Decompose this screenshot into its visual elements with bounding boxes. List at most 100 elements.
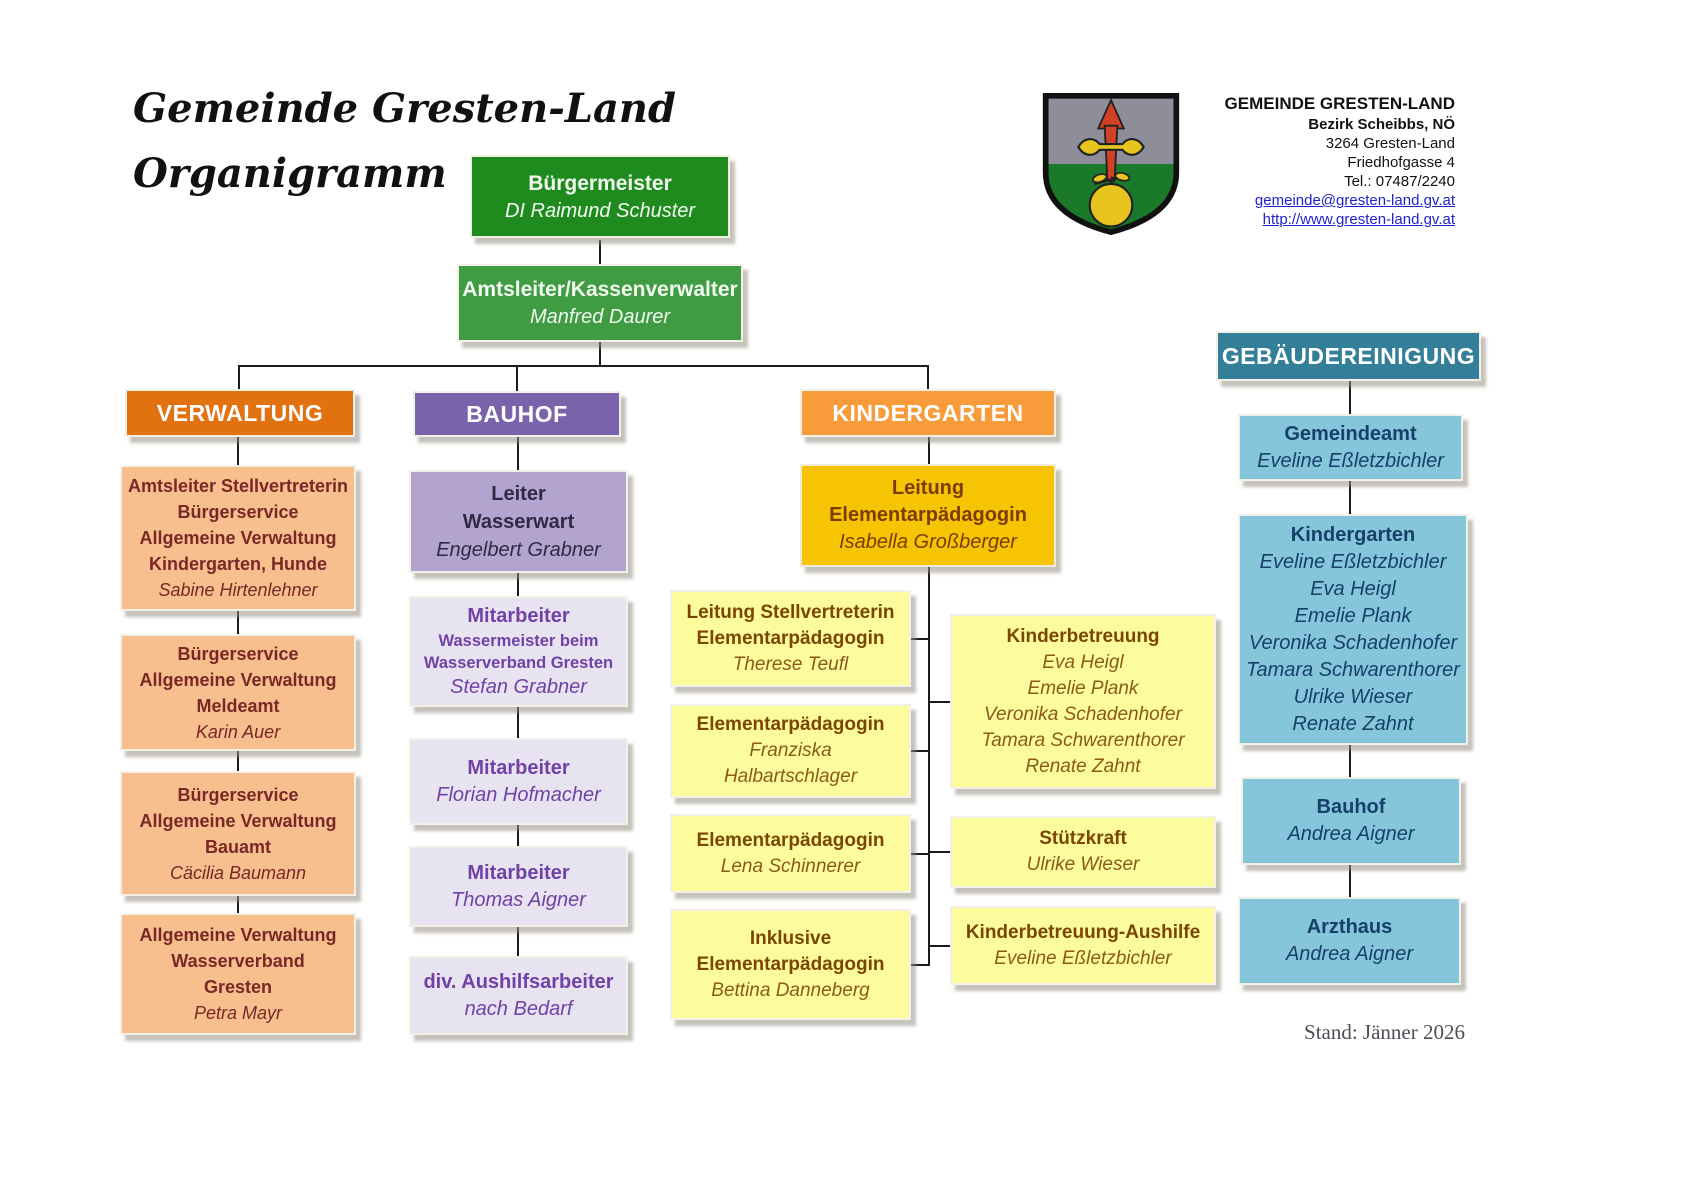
role-line: Bürgerservice [177, 784, 299, 805]
municipality-name: GEMEINDE GRESTEN-LAND [1224, 94, 1455, 113]
role-line: Leiter [491, 482, 546, 505]
person-name: Cäcilia Baumann [169, 862, 307, 883]
contact-block: GEMEINDE GRESTEN-LAND Bezirk Scheibbs, N… [1225, 93, 1455, 229]
role-line: Elementarpädagogin [829, 504, 1027, 526]
person-name: DI Raimund Schuster [504, 199, 696, 222]
person-name: Ulrike Wieser [1026, 854, 1140, 875]
role-line: Mitarbeiter [467, 756, 570, 779]
role-line: Kindergarten, Hunde [148, 554, 327, 574]
kindergarten-right-box-2: Stützkraft Ulrike Wieser [950, 816, 1216, 888]
connector-line [911, 964, 928, 966]
connector-line [1349, 481, 1351, 514]
role-line: Kinderbetreuung [1006, 625, 1160, 647]
person-name: Andrea Aigner [1285, 943, 1414, 965]
role-line: Wassermeister beim [438, 631, 599, 650]
person-name: Emelie Plank [1294, 604, 1412, 627]
gebaeude-box-gemeindeamt: Gemeindeamt Eveline Eßletzbichler [1238, 414, 1463, 481]
person-name: Therese Teufl [732, 653, 849, 675]
person-name: Tamara Schwarenthorer [981, 729, 1185, 751]
role-line: Bürgerservice [177, 643, 299, 664]
connector-line [911, 853, 928, 855]
person-name: nach Bedarf [464, 997, 573, 1020]
role-line: Allgemeine Verwaltung [139, 810, 337, 831]
role-line: Wasserverband Gresten [423, 653, 614, 672]
header-label: GEBÄUDEREINIGUNG [1221, 342, 1476, 369]
connector-line [1349, 381, 1351, 414]
role-line: Elementarpädagogin [696, 714, 885, 735]
coat-of-arms [1040, 90, 1182, 238]
person-name: Sabine Hirtenlehner [158, 580, 318, 600]
role-line: Allgemeine Verwaltung [139, 925, 337, 945]
connector-line [927, 365, 929, 389]
email-link[interactable]: gemeinde@gresten-land.gv.at [1254, 192, 1455, 209]
connector-line [237, 751, 239, 771]
role-line: Mitarbeiter [467, 861, 570, 884]
kindergarten-left-box-4: Inklusive Elementarpädagogin Bettina Dan… [670, 909, 911, 1020]
person-name: Renate Zahnt [1292, 712, 1414, 735]
shield-icon [1042, 93, 1180, 236]
connector-line [517, 825, 519, 846]
amtsleiter-box: Amtsleiter/Kassenverwalter Manfred Daure… [457, 264, 743, 342]
person-name: Ulrike Wieser [1293, 685, 1413, 708]
person-name: Thomas Aigner [451, 888, 586, 911]
connector-line [238, 365, 929, 367]
connector-line [517, 573, 519, 596]
connector-line [599, 240, 601, 264]
stand-note: Stand: Jänner 2026 [1304, 1020, 1465, 1044]
verwaltung-box-3: Bürgerservice Allgemeine Verwaltung Baua… [120, 771, 356, 896]
person-name: Renate Zahnt [1025, 755, 1141, 777]
role-line: Kindergarten [1290, 523, 1416, 546]
role-line: Elementarpädagogin [696, 829, 885, 851]
phone: Tel.: 07487/2240 [1344, 173, 1455, 190]
role-line: Leitung [891, 477, 965, 499]
person-name: Stefan Grabner [450, 675, 587, 698]
person-name: Eveline Eßletzbichler [994, 947, 1172, 969]
person-name: Andrea Aigner [1287, 823, 1415, 845]
kindergarten-right-box-1: Kinderbetreuung Eva Heigl Emelie Plank V… [950, 614, 1216, 789]
connector-line [517, 707, 519, 738]
role-line: Wasserverband [171, 951, 305, 971]
person-name: Eveline Eßletzbichler [1257, 449, 1444, 472]
street: Friedhofgasse 4 [1347, 154, 1455, 171]
gebaeude-box-kindergarten: Kindergarten Eveline Eßletzbichler Eva H… [1238, 514, 1468, 745]
gebaeude-box-bauhof: Bauhof Andrea Aigner [1241, 777, 1461, 865]
person-name: Eva Heigl [1042, 651, 1124, 673]
kindergarten-left-box-3: Elementarpädagogin Lena Schinnerer [670, 814, 911, 893]
verwaltung-box-4: Allgemeine Verwaltung Wasserverband Gres… [120, 913, 356, 1035]
connector-line [911, 750, 928, 752]
kindergarten-header: KINDERGARTEN [800, 389, 1056, 437]
connector-line [928, 437, 930, 464]
connector-line [930, 701, 950, 703]
bauhof-mitarbeiter-2: Mitarbeiter Florian Hofmacher [409, 738, 628, 825]
role-line: Gemeindeamt [1284, 422, 1417, 445]
person-name: Eva Heigl [1310, 577, 1396, 600]
bauhof-aushilfe-box: div. Aushilfsarbeiter nach Bedarf [409, 956, 628, 1035]
role-line: Elementarpädagogin [696, 953, 885, 975]
role-line: Gresten [203, 977, 273, 997]
connector-line [237, 611, 239, 634]
bauhof-mitarbeiter-3: Mitarbeiter Thomas Aigner [409, 846, 628, 927]
role-line: Inklusive [749, 927, 832, 949]
connector-line [517, 927, 519, 956]
kindergarten-left-box-2: Elementarpädagogin Franziska Halbartschl… [670, 704, 911, 798]
connector-line [237, 895, 239, 913]
connector-line [238, 365, 240, 389]
kindergarten-left-box-1: Leitung Stellvertreterin Elementarpädago… [670, 590, 911, 687]
connector-line [1349, 745, 1351, 777]
person-name: Bettina Danneberg [711, 979, 870, 1001]
district: Bezirk Scheibbs, NÖ [1308, 116, 1455, 133]
role-line: div. Aushilfsarbeiter [423, 970, 614, 993]
person-name: Isabella Großberger [839, 531, 1017, 553]
connector-line [517, 437, 519, 470]
kindergarten-leitung-box: Leitung Elementarpädagogin Isabella Groß… [800, 464, 1056, 567]
role-line: Amtsleiter Stellvertreterin [127, 476, 349, 496]
person-name: Petra Mayr [193, 1003, 283, 1023]
role-line: Bürgerservice [177, 502, 299, 522]
role-line: Wasserwart [462, 510, 575, 533]
role-line: Arzthaus [1306, 916, 1393, 938]
header-label: BAUHOF [466, 400, 568, 427]
website-link[interactable]: http://www.gresten-land.gv.at [1262, 211, 1455, 228]
person-name: Lena Schinnerer [720, 855, 861, 877]
role-title: Bürgermeister [528, 171, 672, 195]
bauhof-mitarbeiter-1: Mitarbeiter Wassermeister beim Wasserver… [409, 596, 628, 707]
